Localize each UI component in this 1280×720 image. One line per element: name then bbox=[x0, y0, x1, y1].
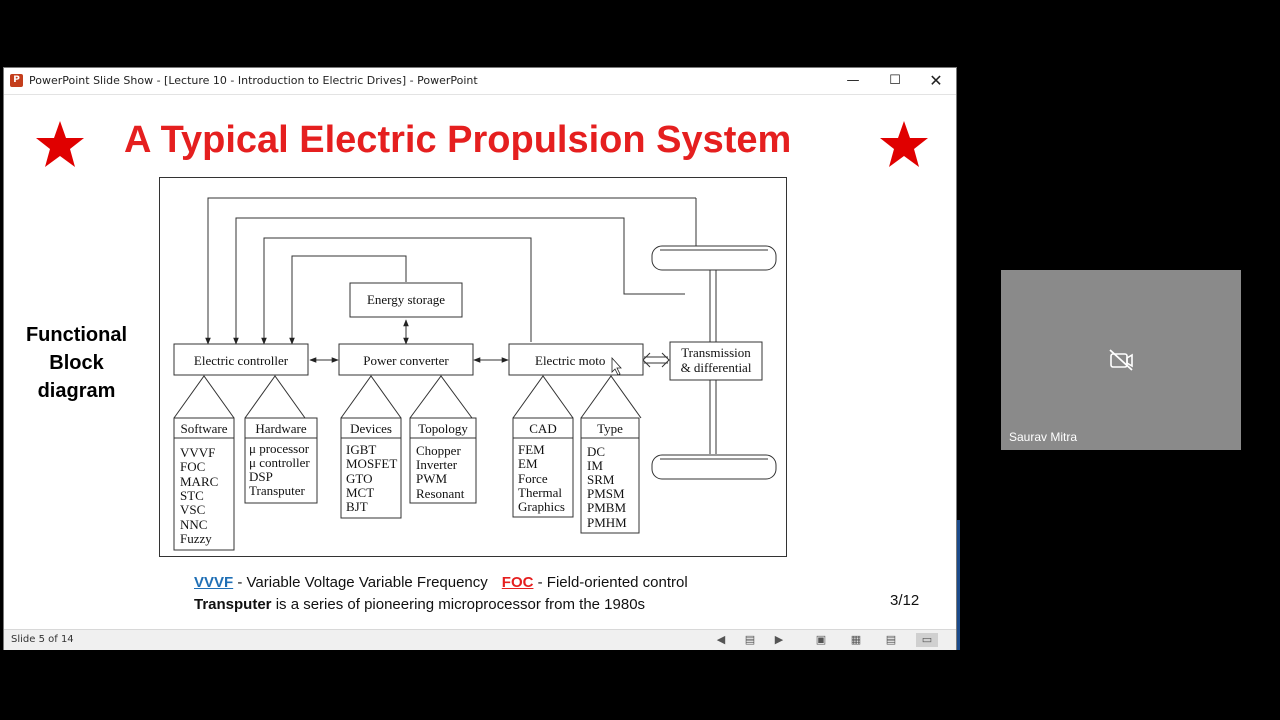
list-item: Inverter bbox=[416, 457, 458, 472]
list-item: μ processor bbox=[249, 441, 310, 456]
close-button[interactable]: ✕ bbox=[929, 71, 943, 90]
list-item: FOC bbox=[180, 459, 205, 474]
list-item: VVVF bbox=[180, 445, 215, 460]
slide-sorter-icon[interactable]: ▦ bbox=[850, 633, 862, 646]
slide-counter: Slide 5 of 14 bbox=[11, 634, 74, 645]
slide-menu-icon[interactable]: ▤ bbox=[744, 633, 756, 646]
list-item: EM bbox=[518, 456, 538, 471]
next-slide-icon[interactable]: ▶ bbox=[774, 633, 784, 646]
list-item: PWM bbox=[416, 471, 448, 486]
list-item: IGBT bbox=[346, 442, 376, 457]
block-diagram-svg: Energy storage Electric controller Power… bbox=[173, 197, 777, 551]
list-item: IM bbox=[587, 458, 603, 473]
list-item: Graphics bbox=[518, 499, 565, 514]
list-item: Force bbox=[518, 471, 548, 486]
transputer-definition: is a series of pioneering microprocessor… bbox=[271, 596, 646, 613]
list-item: PMHM bbox=[587, 515, 627, 530]
electric-controller-box bbox=[173, 343, 309, 376]
list-item: NNC bbox=[180, 517, 207, 532]
foc-definition: - Field-oriented control bbox=[533, 574, 688, 591]
side-label-line: Block bbox=[49, 352, 104, 374]
side-label-line: diagram bbox=[37, 380, 116, 402]
electric-motor-box bbox=[508, 343, 644, 376]
slide-canvas[interactable]: A Typical Electric Propulsion System Fun… bbox=[4, 95, 956, 629]
slide-title: A Typical Electric Propulsion System bbox=[124, 119, 792, 161]
energy-storage-label: Energy storage bbox=[367, 292, 445, 307]
powerpoint-icon: P bbox=[10, 74, 23, 87]
participant-name: Saurav Mitra bbox=[1009, 430, 1078, 444]
slide-page-number: 3/12 bbox=[890, 592, 920, 609]
minimize-button[interactable]: — bbox=[846, 73, 860, 88]
star-icon bbox=[35, 119, 85, 169]
video-tile[interactable]: Saurav Mitra bbox=[1001, 270, 1241, 450]
electric-motor-label: Electric moto bbox=[535, 353, 605, 368]
cad-header: CAD bbox=[529, 421, 556, 436]
list-item: DSP bbox=[249, 469, 273, 484]
list-item: BJT bbox=[346, 499, 368, 514]
functional-block-label: Functional Block diagram bbox=[14, 321, 139, 405]
list-item: Thermal bbox=[518, 485, 562, 500]
taskbar-edge bbox=[957, 520, 960, 650]
list-item: MCT bbox=[346, 485, 374, 500]
electric-controller-label: Electric controller bbox=[194, 353, 289, 368]
list-item: PMSM bbox=[587, 486, 625, 501]
maximize-button[interactable]: ☐ bbox=[889, 73, 901, 88]
footnote-line-1: VVVF - Variable Voltage Variable Frequen… bbox=[194, 574, 688, 591]
devices-header: Devices bbox=[350, 421, 392, 436]
power-converter-label: Power converter bbox=[363, 353, 449, 368]
camera-off-icon bbox=[1108, 348, 1134, 372]
transmission-label: Transmission bbox=[681, 345, 751, 360]
list-item: PMBM bbox=[587, 500, 626, 515]
transputer-term: Transputer bbox=[194, 596, 272, 613]
status-bar: Slide 5 of 14 ◀ ▤ ▶ ▣ ▦ ▤ ▭ bbox=[4, 629, 956, 650]
foc-abbr[interactable]: FOC bbox=[501, 574, 534, 591]
footnote-line-2: Transputer is a series of pioneering mic… bbox=[194, 596, 645, 613]
window-title: PowerPoint Slide Show - [Lecture 10 - In… bbox=[29, 74, 478, 87]
vvvf-definition: - Variable Voltage Variable Frequency bbox=[233, 574, 488, 591]
side-label-line: Functional bbox=[25, 324, 128, 346]
mouse-cursor-icon bbox=[611, 356, 622, 376]
hardware-header: Hardware bbox=[255, 421, 306, 436]
block-diagram: Energy storage Electric controller Power… bbox=[159, 177, 787, 557]
list-item: GTO bbox=[346, 471, 372, 486]
reading-view-icon[interactable]: ▤ bbox=[885, 633, 897, 646]
energy-storage-box bbox=[349, 282, 463, 318]
list-item: Resonant bbox=[416, 486, 465, 501]
transmission-box bbox=[669, 341, 763, 381]
normal-view-icon[interactable]: ▣ bbox=[815, 633, 827, 646]
list-item: DC bbox=[587, 444, 605, 459]
list-item: Transputer bbox=[249, 483, 306, 498]
title-bar[interactable]: P PowerPoint Slide Show - [Lecture 10 - … bbox=[4, 68, 956, 95]
power-converter-box bbox=[338, 343, 474, 376]
type-header: Type bbox=[597, 421, 623, 436]
list-item: VSC bbox=[180, 502, 205, 517]
list-item: MARC bbox=[180, 474, 218, 489]
wheel-shape bbox=[651, 454, 777, 480]
software-header: Software bbox=[181, 421, 228, 436]
list-item: STC bbox=[180, 488, 204, 503]
list-item: SRM bbox=[587, 472, 615, 487]
list-item: Fuzzy bbox=[180, 531, 212, 546]
list-item: μ controller bbox=[249, 455, 310, 470]
wheel-shape bbox=[651, 245, 777, 271]
list-item: Chopper bbox=[416, 443, 461, 458]
transmission-label: & differential bbox=[681, 360, 752, 375]
vvvf-abbr[interactable]: VVVF bbox=[194, 574, 234, 591]
previous-slide-icon[interactable]: ◀ bbox=[716, 633, 726, 646]
star-icon bbox=[879, 119, 929, 169]
powerpoint-window: P PowerPoint Slide Show - [Lecture 10 - … bbox=[3, 67, 957, 650]
topology-header: Topology bbox=[418, 421, 468, 436]
list-item: FEM bbox=[518, 442, 545, 457]
list-item: MOSFET bbox=[346, 456, 397, 471]
slideshow-view-icon[interactable]: ▭ bbox=[916, 633, 938, 647]
